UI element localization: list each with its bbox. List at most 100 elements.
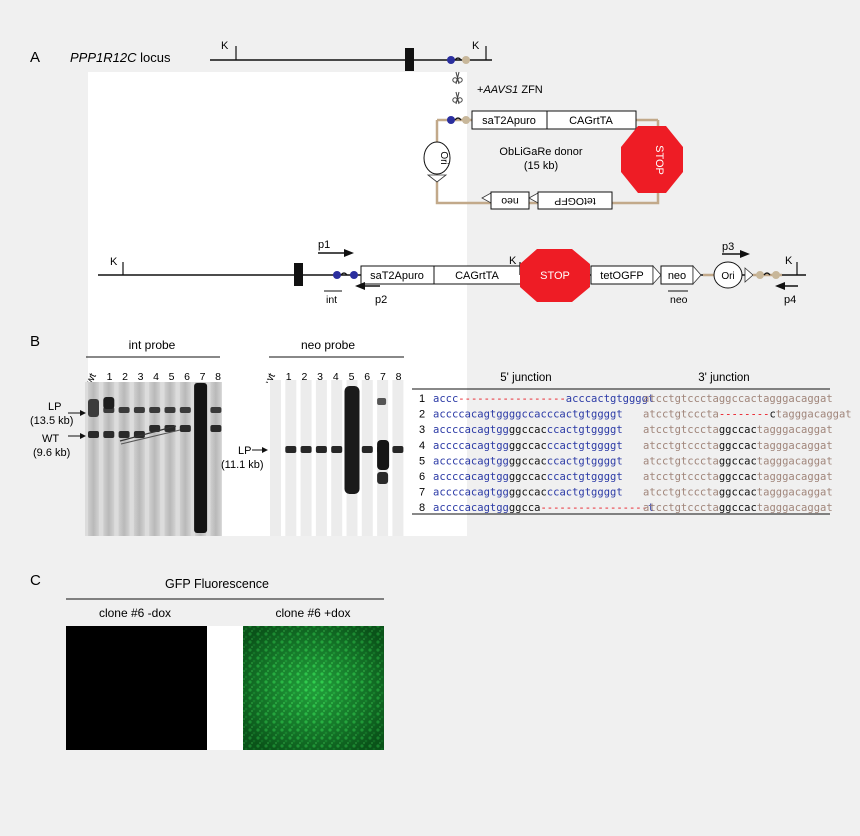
panel-a-label: A xyxy=(30,49,40,66)
neo-lane-smear xyxy=(377,440,390,470)
neo-probe-lane-label: 4 xyxy=(333,371,339,383)
int-probe-lane-label: 2 xyxy=(122,371,128,383)
int-lp-band xyxy=(103,397,115,409)
donor-segment-sat2apuro-label: saT2Apuro xyxy=(482,115,536,127)
junction-3-sequence: atcctgtccctaggccactagggacaggat xyxy=(643,424,833,436)
junction-5-heading: 5' junction xyxy=(500,372,551,384)
junction-5-sequence: accccacagtggggccacccactgtggggt xyxy=(433,440,623,452)
gfp-left-caption: clone #6 -dox xyxy=(99,606,171,620)
int-probe-lane-label: 8 xyxy=(215,371,221,383)
neo-probe-lane-label: 6 xyxy=(364,371,370,383)
int-lane-smear xyxy=(194,383,208,533)
int-blot-lane xyxy=(164,382,176,536)
gfp-right-caption: clone #6 +dox xyxy=(275,606,350,620)
primer-p4-arrow xyxy=(775,282,785,290)
int-wt-band xyxy=(88,399,99,417)
int-blot-lane xyxy=(118,382,130,536)
neo-lp-band xyxy=(331,446,343,453)
primer-p3-label: p3 xyxy=(722,241,734,253)
donor-stop-octagon xyxy=(621,126,683,193)
int-blot-lane xyxy=(133,382,145,536)
neo-lp-band xyxy=(300,446,312,453)
junction-row-number: 5 xyxy=(419,455,425,467)
int-wt-band xyxy=(118,431,130,438)
k-site-label: K xyxy=(221,40,229,52)
primer-p4-label: p4 xyxy=(784,294,796,306)
int-wt-band xyxy=(103,431,115,438)
donor-size: (15 kb) xyxy=(524,160,558,172)
wt-locus: K K xyxy=(210,40,492,71)
junction-row-number: 3 xyxy=(419,424,425,436)
neo-probe-label: neo xyxy=(670,294,688,306)
int-blot-lane xyxy=(210,382,222,536)
zfn-site-tan xyxy=(772,271,780,279)
primer-p1-label: p1 xyxy=(318,239,330,251)
junction-3-sequence: atcctgtcccta--------ctagggacaggat xyxy=(643,409,852,421)
junction-5-sequence: accccacagtggggccacccactgtggggt xyxy=(433,455,623,467)
integrated-loxp-triangle xyxy=(652,264,662,286)
donor-segment-cagrtta-label: CAGrtTA xyxy=(569,115,613,127)
neo-extra-band xyxy=(377,472,389,484)
int-wt-band xyxy=(149,425,161,432)
int-probe-label: int xyxy=(326,294,337,306)
junction-5-sequence: accccacagtggggccacccactgtggggt xyxy=(433,487,623,499)
neo-lp-band xyxy=(361,446,373,453)
zfn-site-tan xyxy=(462,56,470,64)
neo-blot-lane xyxy=(285,380,297,536)
int-blot-lane xyxy=(88,382,99,536)
donor-ori-label: Ori xyxy=(438,151,449,164)
int-probe-lane-label: 7 xyxy=(200,371,206,383)
neo-lp-band xyxy=(315,446,327,453)
zfn-site-blue xyxy=(447,56,455,64)
gfp-gap xyxy=(207,626,243,750)
donor-ori-ellipse xyxy=(423,141,451,175)
junction-3-sequence: atcctgtccctaggccactagggacaggat xyxy=(643,502,833,514)
junction-3-heading: 3' junction xyxy=(698,372,749,384)
k-site-label: K xyxy=(472,40,480,52)
neo-lp-label: LP xyxy=(238,445,251,457)
int-lp-size: (13.5 kb) xyxy=(30,415,73,427)
neo-probe-lane-label: 1 xyxy=(286,371,292,383)
neo-lp-band xyxy=(285,446,297,453)
junction-row-number: 2 xyxy=(419,409,425,421)
donor-loxp-triangle xyxy=(426,174,448,183)
int-lp-band xyxy=(118,407,130,413)
integrated-segment-sat2apuro-label: saT2Apuro xyxy=(370,270,424,282)
donor-segment-neo xyxy=(490,191,530,210)
int-blot-lane xyxy=(103,382,115,536)
junction-row-number: 1 xyxy=(419,393,425,405)
int-probe-lane-label: 3 xyxy=(138,371,144,383)
panel-c-label: C xyxy=(30,572,41,589)
int-probe-lane-label: 4 xyxy=(153,371,159,383)
int-wt-size: (9.6 kb) xyxy=(33,447,70,459)
donor-segment-tetogfp xyxy=(537,191,613,210)
neo-probe-lane-label: 3 xyxy=(317,371,323,383)
neo-probe-lane-label: 5 xyxy=(349,371,355,383)
neo-blot-lane xyxy=(270,380,281,536)
int-blot-lane xyxy=(179,382,191,536)
integrated-ori-ellipse xyxy=(713,261,743,289)
neo-blot-lane xyxy=(361,380,373,536)
neo-probe-lane-label: 2 xyxy=(301,371,307,383)
int-probe-blot xyxy=(85,382,222,536)
int-wt-label: WT xyxy=(42,433,59,445)
neo-probe-lane-label: 8 xyxy=(396,371,402,383)
junction-row-number: 8 xyxy=(419,502,425,514)
int-probe-title: int probe xyxy=(129,338,176,352)
neo-blot-lane xyxy=(392,380,404,536)
k-site-label: K xyxy=(509,255,517,267)
int-lp-band xyxy=(164,407,176,413)
int-blot-lane xyxy=(149,382,161,536)
int-lp-band xyxy=(179,407,191,413)
neo-probe-title: neo probe xyxy=(301,338,355,352)
neo-probe-blot xyxy=(268,380,408,536)
panel-b-label: B xyxy=(30,333,40,350)
neo-lp-arrow xyxy=(262,447,268,453)
int-wt-band xyxy=(210,425,222,432)
junction-rows: 1 accc-----------------acccactgtggggt atcc… xyxy=(419,393,852,514)
junction-5-sequence: accc-----------------acccactgtggggt xyxy=(433,393,654,405)
integrated-ori-label: Ori xyxy=(721,271,734,282)
zfn-site-blue xyxy=(333,271,341,279)
junction-row-number: 6 xyxy=(419,471,425,483)
junction-row-number: 7 xyxy=(419,487,425,499)
